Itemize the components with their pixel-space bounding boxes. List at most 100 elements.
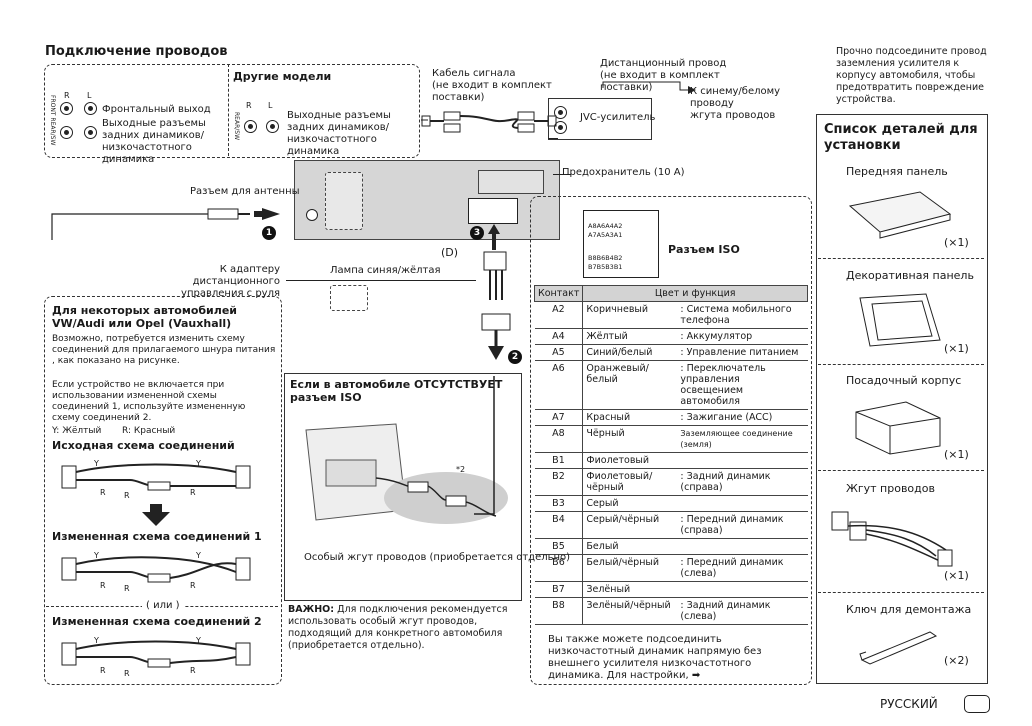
color-cell: Зелёный (582, 581, 678, 598)
function-cell: : Передний динамик (справа) (677, 511, 808, 539)
rear-left-jack-icon (84, 126, 97, 139)
y-label-1: Y (94, 459, 99, 468)
pin-cell: B5 (534, 538, 584, 555)
color-cell: Фиолетовый/ чёрный (582, 468, 678, 496)
other-models-divider (228, 64, 229, 156)
original-wiring-drawing (61, 463, 251, 491)
jack-r-label: R (64, 91, 70, 100)
pin-cell: B1 (534, 452, 584, 469)
iso-connector-label: Разъем ISO (668, 243, 740, 256)
modified-scheme-2-title: Измененная схема соединений 2 (52, 615, 262, 628)
subwoofer-note: Вы также можете подсоединить низкочастот… (548, 634, 762, 681)
rear-jack-area (325, 172, 363, 230)
rear-sw-vertical-label: REAR/SW (233, 112, 240, 140)
wiring-harness-icon (831, 511, 953, 567)
color-cell: Красный (582, 409, 678, 426)
front-rear-vertical-label: FRONT REAR/SW (49, 95, 56, 146)
ground-symbol-icon (548, 138, 558, 139)
function-cell: : Управление питанием (677, 344, 808, 361)
y-label-2: Y (196, 459, 201, 468)
footer-language: РУССКИЙ (880, 697, 938, 711)
modified-2-wiring-drawing (61, 640, 251, 668)
r-label-2: R (124, 491, 130, 500)
r-label-9: R (190, 666, 196, 675)
r-label-3: R (190, 488, 196, 497)
vw-para-1: Возможно, потребуется изменить схему сое… (52, 334, 276, 366)
to-blue-white-label: К синему/белому проводу жгута проводов (690, 86, 781, 121)
y-label-6: Y (196, 636, 201, 645)
function-cell: : Система мобильного телефона (677, 301, 808, 329)
steering-adapter-label: К адаптеру дистанционного управления с р… (181, 264, 280, 299)
rear-output-label-left: Выходные разъемы задних динамиков/ низко… (102, 118, 206, 165)
part-qty-extraction-key: (×2) (944, 654, 969, 667)
page-title: Подключение проводов (45, 44, 228, 59)
function-cell: : Зажигание (ACC) (677, 409, 808, 426)
fuse-slot (478, 170, 544, 194)
parts-divider-2 (818, 364, 984, 365)
iso-socket-icon (468, 198, 518, 224)
r-label-1: R (100, 488, 106, 497)
amp-input-jack-icon (554, 106, 567, 119)
step-1-badge: 1 (262, 226, 276, 240)
iso-pins-top: A8A6A4A2 A7A5A3A1 (588, 222, 623, 239)
y-label-3: Y (94, 551, 99, 560)
iso-pins-bottom: B8B6B4B2 B7B5B3B1 (588, 254, 623, 271)
note-star-2: *2 (456, 465, 466, 474)
rear-output-label-right: Выходные разъемы задних динамиков/ низко… (287, 110, 391, 157)
function-cell (677, 452, 808, 469)
color-cell: Серый/чёрный (582, 511, 678, 539)
pin-cell: A7 (534, 409, 584, 426)
part-name-front-panel: Передняя панель (846, 165, 948, 178)
y-label-5: Y (94, 636, 99, 645)
pin-cell: B8 (534, 597, 584, 625)
function-cell: : Переключатель управления освещением ав… (677, 360, 808, 410)
lamp-label: Лампа синяя/жёлтая (330, 265, 441, 276)
jack-r-label-2: R (246, 101, 252, 110)
rear-sw-left-jack-icon (266, 120, 279, 133)
function-cell: : Передний динамик (слева) (677, 554, 808, 582)
parts-list-box (816, 114, 988, 684)
iso-harness-drawing (481, 224, 511, 360)
front-left-jack-icon (84, 102, 97, 115)
important-text: Для подключения рекомендуется использова… (288, 604, 508, 651)
harness-route-line (474, 376, 495, 515)
color-cell: Жёлтый (582, 328, 678, 345)
part-name-trim-panel: Декоративная панель (846, 269, 974, 282)
pin-cell: A8 (534, 425, 584, 453)
signal-cable-label: Кабель сигнала (не входит в комплект пос… (432, 68, 552, 103)
d-label: (D) (441, 246, 459, 259)
pin-cell: A4 (534, 328, 584, 345)
parts-divider-3 (818, 470, 984, 471)
front-right-jack-icon (60, 102, 73, 115)
parts-list-title: Список деталей для установки (824, 122, 978, 153)
front-output-label: Фронтальный выход (102, 104, 211, 115)
vw-para-2: Если устройство не включается при исполь… (52, 380, 246, 423)
step-3-badge: 3 (470, 226, 484, 240)
mounting-sleeve-icon (855, 401, 941, 455)
other-models-title: Другие модели (233, 70, 332, 83)
front-panel-icon (848, 191, 952, 239)
no-iso-box (284, 373, 522, 601)
table-header-color-func: Цвет и функция (582, 285, 808, 302)
function-cell (677, 538, 808, 555)
iso-table-box (530, 196, 812, 685)
pin-cell: B4 (534, 511, 584, 539)
color-cell: Фиолетовый (582, 452, 678, 469)
function-cell: : Задний динамик (слева) (677, 597, 808, 625)
iso-connector-icon (583, 210, 659, 278)
jvc-amp-box (548, 98, 652, 140)
vw-title: Для некоторых автомобилей VW/Audi или Op… (52, 304, 237, 330)
special-harness-label: Особый жгут проводов (приобретается отде… (304, 552, 571, 563)
extraction-key-icon (859, 631, 938, 665)
page-number-box (964, 695, 990, 713)
